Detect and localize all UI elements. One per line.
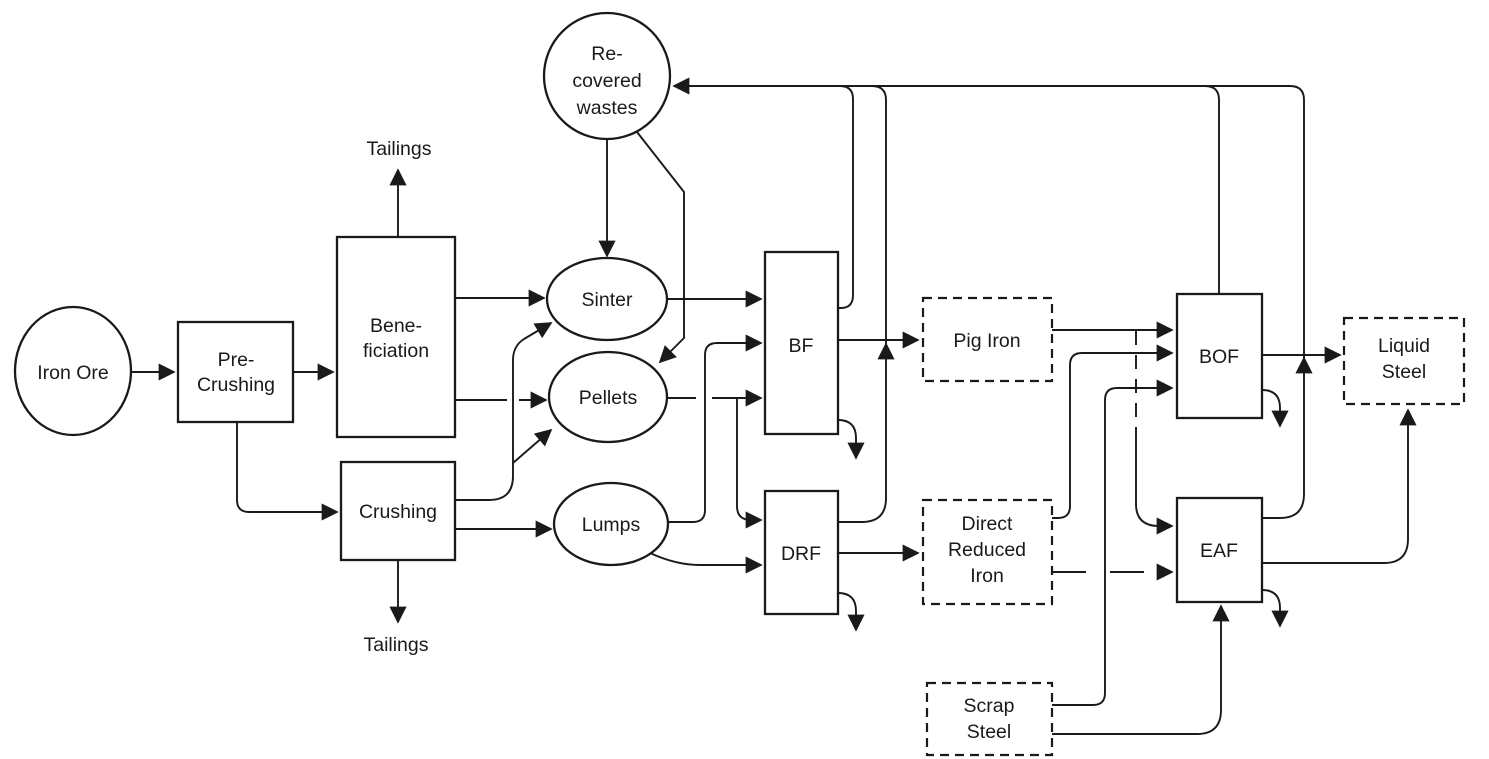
pellets-shape bbox=[547, 350, 669, 444]
tailings-bottom-label: Tailings bbox=[363, 634, 428, 656]
crushing-shape bbox=[339, 460, 457, 562]
edge-drf-wastes-riser bbox=[838, 85, 887, 523]
node-drf: DRF bbox=[763, 489, 840, 616]
drf-label: DRF bbox=[781, 543, 821, 565]
iron-ore-label: Iron Ore bbox=[37, 362, 109, 384]
node-scrap-steel: Scrap Steel bbox=[925, 681, 1054, 757]
pig-iron-shape bbox=[921, 296, 1054, 383]
edge-bof-waste-out bbox=[1261, 389, 1289, 428]
scrap-steel-label-line1: Scrap bbox=[964, 695, 1015, 717]
node-recovered-wastes: Re- covered wastes bbox=[542, 11, 672, 141]
lumps-label: Lumps bbox=[582, 514, 641, 536]
dri-label-line1: Direct bbox=[962, 513, 1014, 535]
edge-scrap-bof bbox=[1052, 379, 1174, 706]
eaf-label: EAF bbox=[1200, 540, 1238, 562]
pre-crushing-shape bbox=[176, 320, 295, 424]
edge-bof-wastes-riser bbox=[1204, 85, 1220, 294]
edge-wastes-pellets bbox=[636, 131, 685, 364]
edge-pellets-drf bbox=[736, 398, 763, 529]
edges bbox=[132, 77, 1417, 735]
tailings-top-label: Tailings bbox=[366, 138, 431, 160]
iron-ore-shape bbox=[13, 305, 133, 437]
node-direct-reduced-iron: Direct Reduced Iron bbox=[921, 498, 1054, 606]
direct-reduced-iron-shape bbox=[921, 498, 1054, 606]
node-crushing: Crushing bbox=[339, 460, 457, 562]
edge-pigiron-eaf bbox=[1135, 428, 1174, 535]
node-liquid-steel: Liquid Steel bbox=[1342, 316, 1466, 406]
node-pre-crushing: Pre- Crushing bbox=[176, 320, 295, 424]
sinter-shape bbox=[545, 256, 669, 342]
drf-shape bbox=[763, 489, 840, 616]
dri-label-line2: Reduced bbox=[948, 539, 1026, 561]
node-bf: BF bbox=[763, 250, 840, 436]
beneficiation-label-line1: Bene- bbox=[370, 315, 422, 337]
liquid-steel-label-line1: Liquid bbox=[1378, 335, 1430, 357]
edge-eaf-waste-out bbox=[1261, 589, 1289, 628]
node-pig-iron: Pig Iron bbox=[921, 296, 1054, 383]
edge-crushing-pellets bbox=[512, 428, 553, 464]
bf-shape bbox=[763, 250, 840, 436]
beneficiation-shape bbox=[335, 235, 457, 439]
pellets-label: Pellets bbox=[579, 387, 638, 409]
scrap-steel-shape bbox=[925, 681, 1054, 757]
lumps-shape bbox=[552, 481, 670, 567]
edge-crushing-sinter bbox=[455, 322, 553, 501]
dri-label-line3: Iron bbox=[970, 565, 1004, 587]
node-sinter: Sinter bbox=[545, 256, 669, 342]
recovered-wastes-label-line1: Re- bbox=[591, 43, 622, 65]
liquid-steel-shape bbox=[1342, 316, 1466, 406]
node-beneficiation: Bene- ficiation bbox=[335, 235, 457, 439]
pre-crushing-label-line1: Pre- bbox=[218, 349, 255, 371]
edge-lumps-bf bbox=[668, 334, 763, 523]
edge-dri-bof bbox=[1052, 344, 1174, 519]
scrap-steel-label-line2: Steel bbox=[967, 721, 1011, 743]
node-eaf: EAF bbox=[1175, 496, 1264, 604]
node-bof: BOF bbox=[1175, 292, 1264, 420]
edge-bf-wastes-riser bbox=[838, 85, 854, 309]
sinter-label: Sinter bbox=[582, 289, 633, 311]
beneficiation-label-line2: ficiation bbox=[363, 340, 429, 362]
crushing-label: Crushing bbox=[359, 501, 437, 523]
node-lumps: Lumps bbox=[552, 481, 670, 567]
edge-wastes-return-line bbox=[674, 85, 1305, 519]
pig-iron-label: Pig Iron bbox=[953, 330, 1020, 352]
bof-label: BOF bbox=[1199, 346, 1239, 368]
bf-label: BF bbox=[789, 335, 814, 357]
bof-shape bbox=[1175, 292, 1264, 420]
node-iron-ore: Iron Ore bbox=[13, 305, 133, 437]
node-pellets: Pellets bbox=[547, 350, 669, 444]
pre-crushing-label-line2: Crushing bbox=[197, 374, 275, 396]
edge-lumps-drf bbox=[649, 552, 763, 574]
edge-scrap-eaf bbox=[1052, 604, 1230, 735]
recovered-wastes-label-line2: covered bbox=[572, 70, 641, 92]
edge-drf-waste-out bbox=[837, 592, 865, 632]
edge-eaf-liquidsteel bbox=[1262, 408, 1417, 564]
liquid-steel-label-line2: Steel bbox=[1382, 361, 1426, 383]
edge-bf-waste-out bbox=[837, 419, 865, 460]
eaf-shape bbox=[1175, 496, 1264, 604]
recovered-wastes-label-line3: wastes bbox=[576, 97, 638, 119]
recovered-wastes-shape bbox=[542, 11, 672, 141]
edge-precrushing-crushing bbox=[236, 422, 339, 521]
